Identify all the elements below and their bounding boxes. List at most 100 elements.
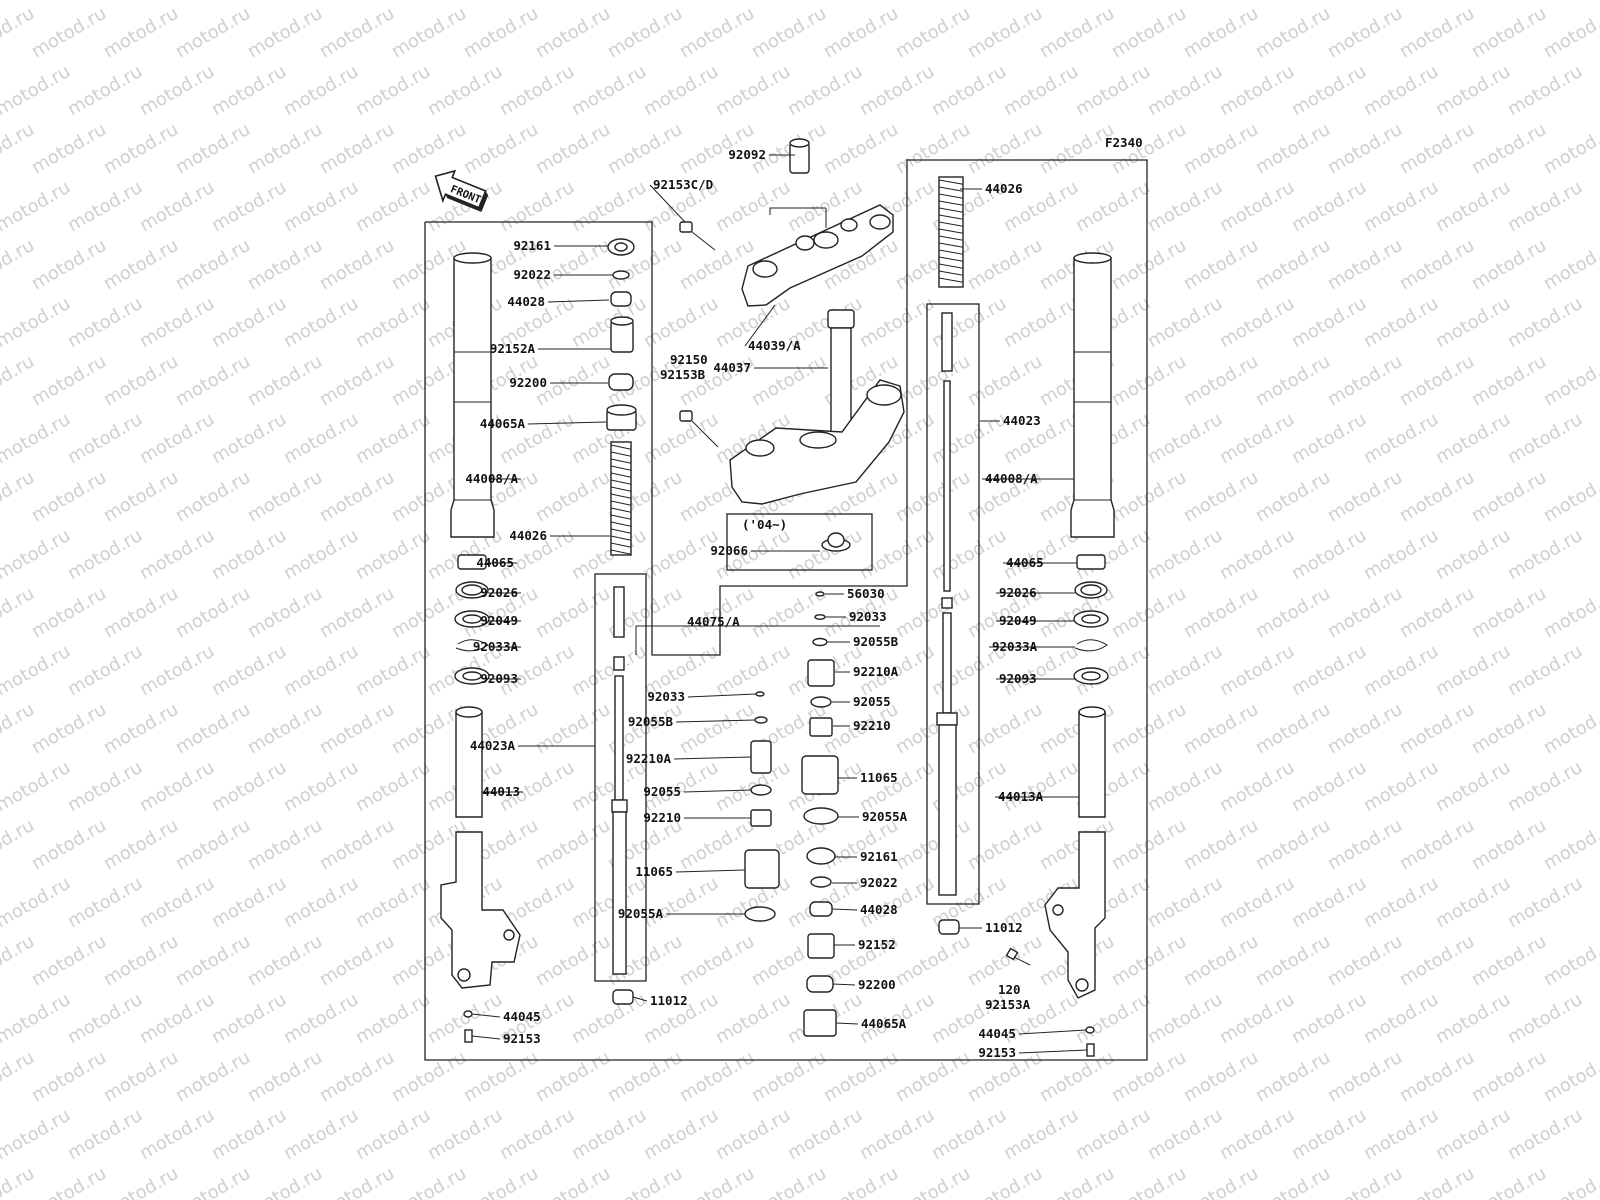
watermark-text: motod.ru [388,1047,470,1106]
watermark-text: motod.ru [64,873,146,932]
watermark-text: motod.ru [1540,119,1600,178]
watermark-text: motod.ru [244,351,326,410]
watermark-text: motod.ru [100,3,182,62]
watermark-text: motod.ru [388,3,470,62]
watermark-text: motod.ru [1252,3,1334,62]
spring-coil [610,486,632,492]
watermark-text: motod.ru [568,873,650,932]
watermark-text: motod.ru [280,873,362,932]
watermark-text: motod.ru [208,177,290,236]
watermark-text: motod.ru [568,525,650,584]
part-number-label: 44008/A [985,471,1038,486]
watermark-text: motod.ru [0,293,74,352]
watermark-text: motod.ru [208,873,290,932]
watermark-text: motod.ru [1360,293,1442,352]
watermark-text: motod.ru [1360,757,1442,816]
watermark-text: motod.ru [676,3,758,62]
watermark-text: motod.ru [1180,583,1262,642]
watermark-text: motod.ru [604,1163,686,1200]
watermark-text: motod.ru [568,641,650,700]
part-number-label: 92033 [647,689,685,704]
watermark-text: motod.ru [892,699,974,758]
watermark-text: motod.ru [1396,351,1478,410]
part-number-label: 92092 [728,147,766,162]
part-number-label: 92033A [473,639,519,654]
spring-coil [938,263,964,269]
watermark-text: motod.ru [1504,293,1586,352]
watermark-text: motod.ru [352,641,434,700]
watermark-text: motod.ru [424,0,506,4]
watermark-text: motod.ru [964,699,1046,758]
part-number-label: 44065 [1006,555,1044,570]
watermark-text: motod.ru [1180,119,1262,178]
watermark-text: motod.ru [1540,931,1600,990]
watermark-text: motod.ru [568,293,650,352]
watermark-text: motod.ru [208,757,290,816]
watermark-text: motod.ru [28,815,110,874]
leader-line [1018,1029,1087,1035]
part-number-label: 11065 [635,864,673,879]
watermark-text: motod.ru [244,583,326,642]
watermark-text: motod.ru [748,351,830,410]
watermark-text: motod.ru [172,699,254,758]
watermark-text: motod.ru [1216,1105,1298,1164]
watermark-text: motod.ru [1432,293,1514,352]
assembly-frames [424,159,1148,1061]
spring-coil [610,514,632,520]
watermark-text: motod.ru [100,583,182,642]
watermark-text: motod.ru [1108,1047,1190,1106]
watermark-text: motod.ru [748,1047,830,1106]
leader-line [673,756,752,760]
watermark-text: motod.ru [244,235,326,294]
watermark-text: motod.ru [208,641,290,700]
watermark-text: motod.ru [1468,3,1550,62]
watermark-text: motod.ru [316,815,398,874]
watermark-text: motod.ru [1000,293,1082,352]
watermark-text: motod.ru [208,525,290,584]
watermark-text: motod.ru [0,177,74,236]
watermark-text: motod.ru [244,699,326,758]
leader-line [649,184,686,223]
watermark-text: motod.ru [1360,0,1442,4]
watermark-text: motod.ru [1504,873,1586,932]
watermark-text: motod.ru [136,873,218,932]
watermark-text: motod.ru [964,3,1046,62]
watermark-text: motod.ru [100,1047,182,1106]
watermark-text: motod.ru [568,1105,650,1164]
watermark-text: motod.ru [1180,1163,1262,1200]
part-number-label: 92055A [862,809,908,824]
watermark-text: motod.ru [640,873,722,932]
watermark-text: motod.ru [928,293,1010,352]
left-fork-inner-tube [440,706,521,989]
watermark-text: motod.ru [1216,409,1298,468]
watermark-text: motod.ru [568,177,650,236]
watermark-text: motod.ru [1144,1105,1226,1164]
part-number-label: 92066 [710,543,748,558]
watermark-text: motod.ru [64,641,146,700]
watermark-text: motod.ru [568,989,650,1048]
watermark-text: motod.ru [1036,815,1118,874]
watermark-text: motod.ru [1504,757,1586,816]
part-number-label: 92152 [858,937,896,952]
watermark-text: motod.ru [352,409,434,468]
watermark-text: motod.ru [1324,467,1406,526]
part-number-label: 44065 [476,555,514,570]
leader-line [471,1013,501,1018]
watermark-text: motod.ru [1144,873,1226,932]
watermark-text: motod.ru [748,1163,830,1200]
watermark-text: motod.ru [1072,61,1154,120]
watermark-text: motod.ru [244,3,326,62]
watermark-text: motod.ru [1180,467,1262,526]
watermark-text: motod.ru [316,467,398,526]
watermark-text: motod.ru [1432,989,1514,1048]
watermark-text: motod.ru [136,409,218,468]
watermark-text: motod.ru [1252,583,1334,642]
watermark-text: motod.ru [1072,1105,1154,1164]
watermark-text: motod.ru [1108,1163,1190,1200]
watermark-text: motod.ru [1216,873,1298,932]
watermark-text: motod.ru [712,0,794,4]
watermark-text: motod.ru [1000,0,1082,4]
watermark-text: motod.ru [1180,3,1262,62]
part-number-label: 92055B [853,634,899,649]
